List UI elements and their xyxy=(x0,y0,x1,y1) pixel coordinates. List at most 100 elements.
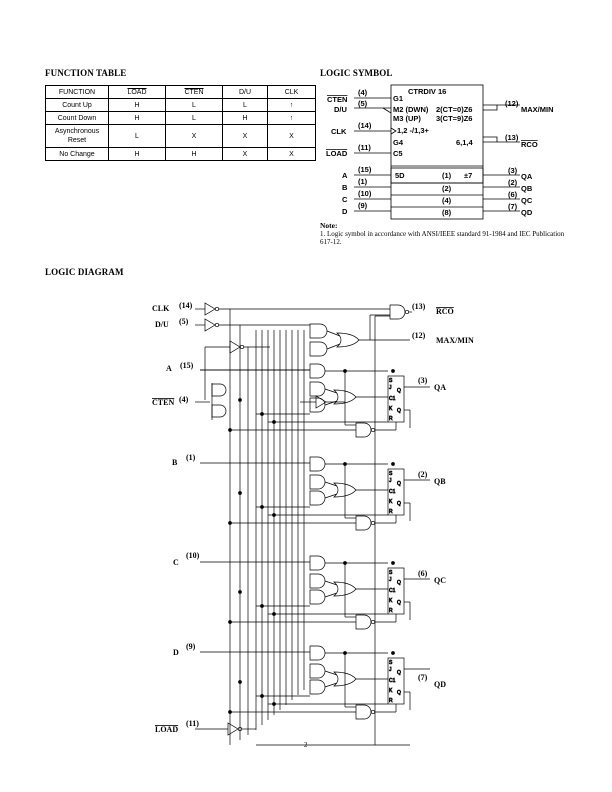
table-cell: X xyxy=(267,147,316,161)
or-gate xyxy=(333,581,357,597)
junction-dot xyxy=(391,462,395,466)
junction-dot xyxy=(228,710,232,714)
wire xyxy=(324,580,338,586)
ff-label: Q xyxy=(397,501,401,507)
data-cell: (4) xyxy=(442,196,452,205)
ff-label: R xyxy=(389,509,393,515)
signal-qa: QA xyxy=(521,172,533,181)
diag-b: B xyxy=(172,458,178,467)
and-gate xyxy=(309,555,326,571)
diag-pin: (6) xyxy=(418,569,428,578)
diag-cten: CTEN xyxy=(152,398,174,407)
and-gate xyxy=(309,397,326,413)
pin-label: (7) xyxy=(508,202,518,211)
pin-label: (13) xyxy=(505,133,519,142)
ff-label: S xyxy=(389,378,393,384)
ff-label: J xyxy=(389,577,392,583)
wire xyxy=(324,388,338,394)
ff-label: C1 xyxy=(389,489,396,495)
wire xyxy=(324,682,338,688)
signal-b: B xyxy=(342,183,348,192)
signal-cten: CTEN xyxy=(327,95,347,104)
ff-label: S xyxy=(389,471,393,477)
and-gate xyxy=(309,490,326,506)
junction-dot xyxy=(228,521,232,525)
diag-pin: (13) xyxy=(412,302,426,311)
wire xyxy=(324,400,338,406)
ff-label: K xyxy=(389,406,393,412)
and-gate xyxy=(309,363,326,379)
data-cell: 5D xyxy=(395,171,405,180)
ff-label: S xyxy=(389,570,393,576)
data-cell: (1) xyxy=(442,171,452,180)
ff-label: Q xyxy=(397,388,401,394)
symbol-title: CTRDIV 16 xyxy=(408,87,446,96)
nand-gate xyxy=(355,422,372,438)
data-cell: (2) xyxy=(442,184,452,193)
signal-qb: QB xyxy=(521,184,533,193)
diag-qd: QD xyxy=(434,680,446,689)
diag-pin: (14) xyxy=(179,301,193,310)
table-cell: L xyxy=(108,124,166,148)
ff-label: Q xyxy=(397,408,401,414)
logic-diagram xyxy=(195,302,412,745)
junction-dot xyxy=(343,561,347,565)
symbol-line: 6,1,4 xyxy=(456,138,474,147)
diag-a: A xyxy=(166,364,172,373)
diag-pin: (12) xyxy=(412,331,426,340)
pin-label: (15) xyxy=(358,165,372,174)
ff-label: Q xyxy=(397,600,401,606)
and-gate xyxy=(309,456,326,472)
diag-qc: QC xyxy=(434,576,446,585)
page-number: 2 xyxy=(304,741,308,749)
junction-dot xyxy=(343,369,347,373)
junction-dot xyxy=(238,680,242,684)
signal-maxmin: MAX/MIN xyxy=(521,105,554,114)
wire xyxy=(324,493,338,499)
table-row: No Change H H X X xyxy=(45,147,316,161)
inverter-bubble xyxy=(370,619,376,625)
ff-label: J xyxy=(389,385,392,391)
symbol-line: G4 xyxy=(393,138,404,147)
symbol-line: C5 xyxy=(393,149,403,158)
ff-label: R xyxy=(389,416,393,422)
signal-d: D xyxy=(342,207,348,216)
pin-label: (5) xyxy=(358,99,368,108)
junction-dot xyxy=(238,398,242,402)
note-label: Note: xyxy=(320,221,338,230)
junction-dot xyxy=(343,462,347,466)
and-gate xyxy=(309,381,326,397)
table-cell: X xyxy=(222,147,268,161)
junction-dot xyxy=(391,369,395,373)
nand-gate xyxy=(355,704,372,720)
table-cell: Asynchronous Reset xyxy=(45,124,109,148)
and-gate xyxy=(309,663,326,679)
diag-pin: (5) xyxy=(179,317,189,326)
pin-label: (2) xyxy=(508,178,518,187)
junction-dot xyxy=(343,651,347,655)
diag-pin: (3) xyxy=(418,376,428,385)
junction-dot xyxy=(238,491,242,495)
table-row: Asynchronous Reset L X X X xyxy=(45,124,316,148)
ff-label: C1 xyxy=(389,588,396,594)
diag-clk: CLK xyxy=(152,304,170,313)
diag-pin: (11) xyxy=(186,719,199,728)
diag-pin: (9) xyxy=(186,642,196,651)
pin-label: (11) xyxy=(358,143,371,152)
symbol-line: M2 (DWN) xyxy=(393,105,429,114)
diag-maxmin: MAX/MIN xyxy=(436,336,474,345)
ff-label: C1 xyxy=(389,678,396,684)
diag-du: D/U xyxy=(155,320,169,329)
ff-label: Q xyxy=(397,580,401,586)
table-cell: X xyxy=(267,124,316,148)
diag-load: LOAD xyxy=(155,725,178,734)
diag-rco: RCO xyxy=(436,307,454,316)
inverter-bubble xyxy=(370,427,376,433)
signal-qd: QD xyxy=(521,208,533,217)
pin-label: (14) xyxy=(358,121,372,130)
signal-du: D/U xyxy=(334,105,347,114)
wire xyxy=(324,670,338,676)
pin-label: (12) xyxy=(505,99,519,108)
symbol-line: G1 xyxy=(393,94,403,103)
